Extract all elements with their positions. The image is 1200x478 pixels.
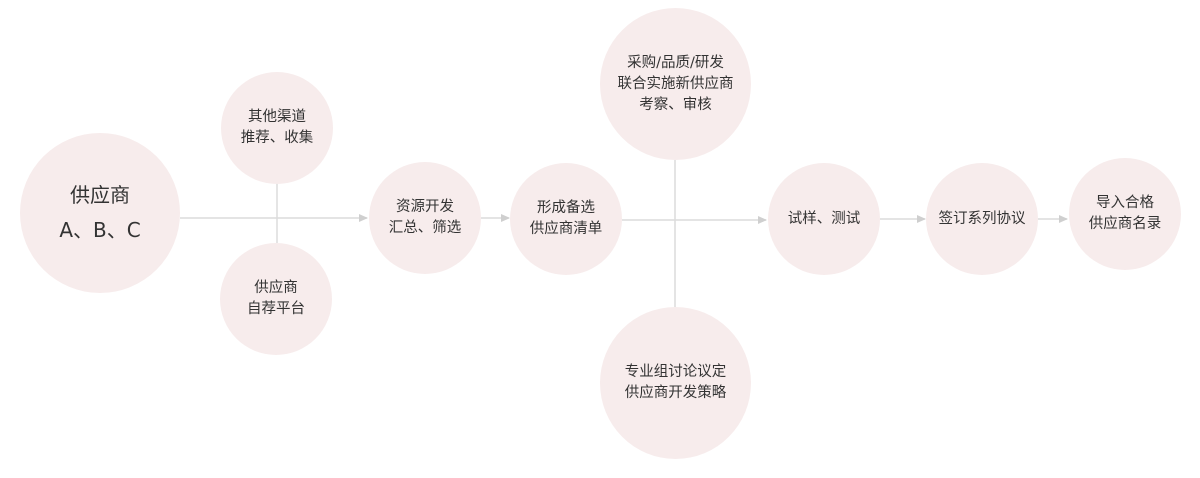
node-other-channels: 其他渠道 推荐、收集 [221,72,333,184]
node-candidate-list-line-1: 形成备选 [537,200,595,216]
node-strategy-line-1: 专业组讨论议定 [624,364,727,380]
node-supplier-abc: 供应商 A、B、C [20,133,180,293]
node-agreement: 签订系列协议 [926,163,1038,275]
node-joint-audit-line-1: 采购/品质/研发 [627,54,724,71]
node-qualified-list-line-1: 导入合格 [1096,195,1154,211]
node-joint-audit: 采购/品质/研发 联合实施新供应商 考察、审核 [600,8,751,160]
node-joint-audit-line-2: 联合实施新供应商 [617,75,734,92]
node-resource-dev-line-2: 汇总、筛选 [388,220,462,236]
node-resource-dev-line-1: 资源开发 [396,199,454,215]
node-self-recommend-line-1: 供应商 [254,280,298,296]
node-other-channels-line-1: 其他渠道 [248,109,306,125]
node-supplier-abc-line-2: A、B、C [59,218,141,242]
node-candidate-list-line-2: 供应商清单 [529,221,603,237]
node-self-recommend: 供应商 自荐平台 [220,243,332,355]
node-other-channels-line-2: 推荐、收集 [240,130,314,146]
node-qualified-list-line-2: 供应商名录 [1088,216,1162,232]
node-agreement-line-1: 签订系列协议 [938,210,1026,227]
node-resource-dev: 资源开发 汇总、筛选 [369,162,481,274]
node-self-recommend-line-2: 自荐平台 [247,301,305,317]
node-joint-audit-line-3: 考察、审核 [639,96,712,113]
node-sample-test-line-1: 试样、测试 [787,210,861,227]
node-candidate-list: 形成备选 供应商清单 [510,163,622,275]
node-strategy-line-2: 供应商开发策略 [624,385,727,401]
node-supplier-abc-line-1: 供应商 [70,183,130,207]
node-qualified-list: 导入合格 供应商名录 [1069,158,1181,270]
node-strategy: 专业组讨论议定 供应商开发策略 [600,307,751,459]
node-sample-test: 试样、测试 [768,163,880,275]
